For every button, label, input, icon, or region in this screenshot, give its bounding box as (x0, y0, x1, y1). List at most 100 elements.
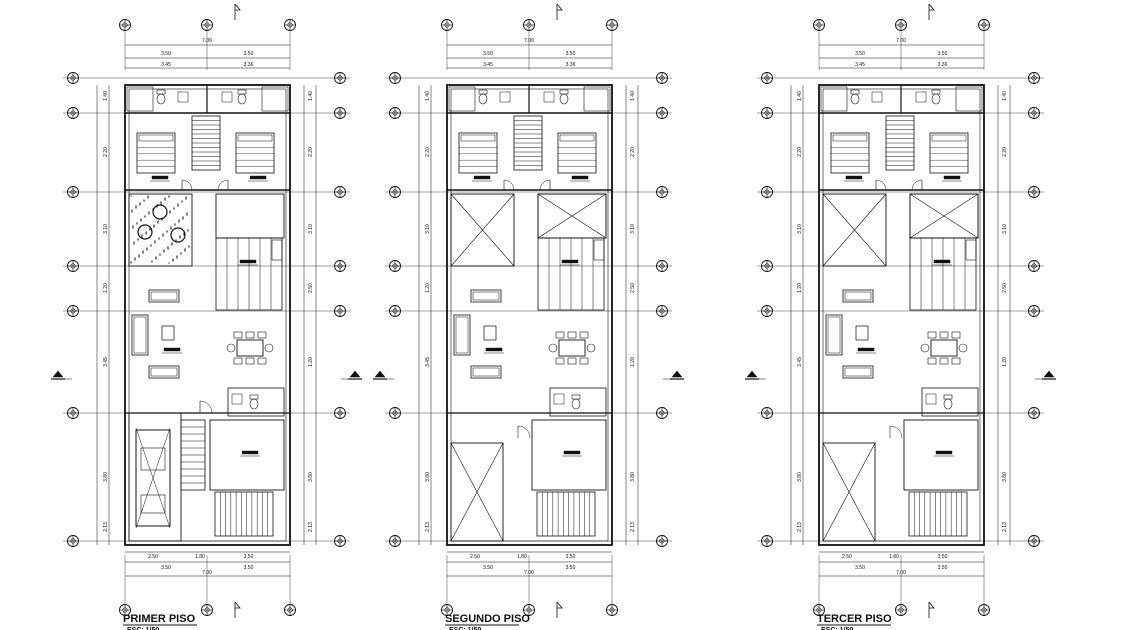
axis-bubble (761, 260, 773, 272)
dim-label: 2.50 (630, 283, 636, 293)
bed-icon (929, 132, 969, 174)
car-icon (135, 427, 171, 529)
room-label-bedroom (150, 175, 170, 182)
axis-bubble (523, 604, 535, 616)
coffee-table (161, 325, 175, 341)
room-label-bedroom (942, 175, 962, 182)
door-swing-icon (517, 425, 531, 439)
axis-bubble (67, 107, 79, 119)
stairs-upper (191, 115, 221, 171)
section-marker-icon (663, 370, 684, 380)
dim-label: 3.10 (797, 224, 803, 234)
axis-bubble (761, 535, 773, 547)
room-label-living (484, 347, 504, 354)
axis-bubble (761, 72, 773, 84)
axis-bubble (67, 260, 79, 272)
stairs-upper (513, 115, 543, 171)
axis-bubble (119, 19, 131, 31)
axis-bubble (1028, 107, 1040, 119)
dim-label: 2.13 (425, 522, 431, 532)
axis-bubble (284, 604, 296, 616)
axis-bubble (978, 604, 990, 616)
dim-label: 2.13 (797, 522, 803, 532)
garden-patio (128, 193, 193, 267)
axis-bubble (1028, 260, 1040, 272)
void-opening (450, 193, 515, 267)
dim-label: 3.36 (566, 62, 576, 68)
dim-label: 1.20 (103, 283, 109, 293)
section-marker-icon (745, 370, 766, 380)
door-swing-icon (503, 179, 515, 191)
toilet-icon (850, 89, 860, 105)
sink-icon (553, 393, 565, 405)
room-lower (209, 419, 285, 491)
dim-label: 3.50 (855, 51, 865, 57)
dim-label: 2.50 (148, 554, 158, 560)
axis-bubble (201, 19, 213, 31)
room-label-kitchen (560, 259, 580, 266)
sofa-icon (470, 289, 502, 303)
dim-label: 1.20 (425, 283, 431, 293)
axis-bubble (1028, 535, 1040, 547)
stairs-lower (536, 491, 596, 537)
toilet-icon (249, 394, 259, 410)
room-label-bedroom (844, 175, 864, 182)
sink-icon (499, 91, 511, 103)
dim-label: 3.50 (855, 565, 865, 571)
dim-label: 3.50 (938, 51, 948, 57)
dim-label: 7.00 (896, 38, 906, 44)
axis-bubble (656, 260, 668, 272)
axis-bubble (656, 186, 668, 198)
toilet-icon (943, 394, 953, 410)
dim-label: 2.50 (842, 554, 852, 560)
plan-scale: ESC: 1/50 (127, 627, 159, 630)
dim-label: 3.50 (244, 51, 254, 57)
door-swing-icon (181, 179, 193, 191)
north-arrow-icon (234, 3, 241, 20)
dim-label: 2.20 (425, 147, 431, 157)
coffee-table (855, 325, 869, 341)
dim-label: 3.10 (308, 224, 314, 234)
axis-bubble (389, 260, 401, 272)
dim-label: 3.80 (425, 472, 431, 482)
axis-bubble (656, 305, 668, 317)
axis-bubble (656, 407, 668, 419)
dim-label: 3.45 (161, 62, 171, 68)
room-label-kitchen (238, 259, 258, 266)
dim-label: 3.50 (566, 51, 576, 57)
kitchen-counter (215, 237, 283, 311)
axis-bubble (1028, 72, 1040, 84)
dim-label: 1.40 (1002, 91, 1008, 101)
axis-bubble (389, 107, 401, 119)
door-swing-icon (199, 400, 213, 414)
axis-bubble (284, 19, 296, 31)
axis-bubble (1028, 186, 1040, 198)
dim-label: 1.40 (308, 91, 314, 101)
bathroom-left (126, 86, 154, 112)
toilet-icon (478, 89, 488, 105)
dim-label: 3.10 (630, 224, 636, 234)
sink-icon (177, 91, 189, 103)
void-opening (822, 442, 876, 542)
dim-label: 3.50 (566, 565, 576, 571)
axis-bubble (441, 604, 453, 616)
dim-label: 1.80 (889, 554, 899, 560)
plan-title: PRIMER PISO (123, 613, 196, 625)
dim-label: 2.20 (630, 147, 636, 157)
room-label-study (934, 450, 954, 457)
axis-bubble (201, 604, 213, 616)
bathroom-right (583, 86, 611, 112)
section-marker-icon (341, 370, 362, 380)
dim-label: 3.50 (566, 554, 576, 560)
room-label-kitchen (932, 259, 952, 266)
room-label-bedroom (570, 175, 590, 182)
north-arrow-icon (928, 601, 935, 618)
axis-bubble (813, 19, 825, 31)
axis-bubble (389, 72, 401, 84)
fridge-icon (593, 239, 605, 261)
axis-bubble (523, 19, 535, 31)
room-label-bedroom (472, 175, 492, 182)
dim-label: 3.50 (244, 565, 254, 571)
axis-bubble (334, 305, 346, 317)
